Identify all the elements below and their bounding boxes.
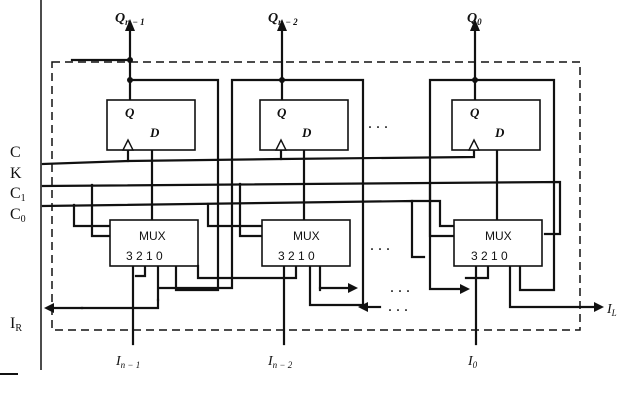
flipflop-0	[451, 99, 541, 151]
ff-d-label: D	[494, 125, 505, 140]
control-label-c0: C0	[10, 206, 26, 225]
output-label-q-0: Q0	[467, 11, 482, 27]
control-lines	[41, 148, 562, 259]
output-arrow	[277, 19, 287, 31]
mux-title: MUX	[139, 229, 166, 243]
ellipsis-line-1: . . .	[390, 279, 410, 296]
input-label-i-n-1: In − 1	[115, 354, 140, 370]
serial-input-ir-label: IR	[10, 315, 22, 334]
serial-input-il-label: IL	[606, 302, 617, 318]
flipflop-n-1	[106, 99, 196, 151]
ir-line-2	[80, 298, 160, 310]
ellipsis-flipflops: . . .	[368, 115, 388, 132]
ellipsis-mux: . . .	[370, 237, 390, 254]
mux-title: MUX	[485, 229, 512, 243]
mux-title: MUX	[293, 229, 320, 243]
ff-d-label: D	[301, 125, 312, 140]
ff-q-label: Q	[470, 105, 480, 120]
control-label-k: K	[10, 165, 22, 182]
output-label-q-n-2: Qn − 2	[268, 11, 298, 27]
mux-inputs: 3 2 1 0	[126, 249, 163, 263]
mux-inputs: 3 2 1 0	[278, 249, 315, 263]
mux-inputs: 3 2 1 0	[471, 249, 508, 263]
control-label-c1: C1	[10, 185, 26, 204]
ff-q-label: Q	[125, 105, 135, 120]
ff-d-label: D	[149, 125, 160, 140]
clock-triangle	[274, 138, 288, 151]
mux-0	[453, 219, 543, 267]
flipflop-n-2	[259, 99, 349, 151]
input-label-i-0: I0	[467, 354, 478, 370]
output-label-q-n-1: Qn − 1	[115, 11, 145, 27]
ellipsis-line-2: . . .	[388, 298, 408, 315]
input-label-i-n-2: In − 2	[267, 354, 293, 370]
ir-arrow	[44, 303, 54, 313]
continuation-dots: . . . . . . . . . . . .	[368, 115, 410, 315]
stage-n-1	[70, 19, 220, 346]
output-arrow	[125, 19, 135, 31]
mux-n-1	[109, 219, 199, 267]
stage-n-2	[158, 19, 382, 346]
register-enclosure	[51, 61, 581, 331]
stage-0	[428, 19, 604, 346]
output-arrow	[470, 19, 480, 31]
control-label-c: C	[10, 144, 21, 161]
clock-triangle	[467, 138, 481, 151]
ff-q-label: Q	[277, 105, 287, 120]
clock-triangle	[121, 138, 135, 151]
mux-n-2	[261, 219, 351, 267]
